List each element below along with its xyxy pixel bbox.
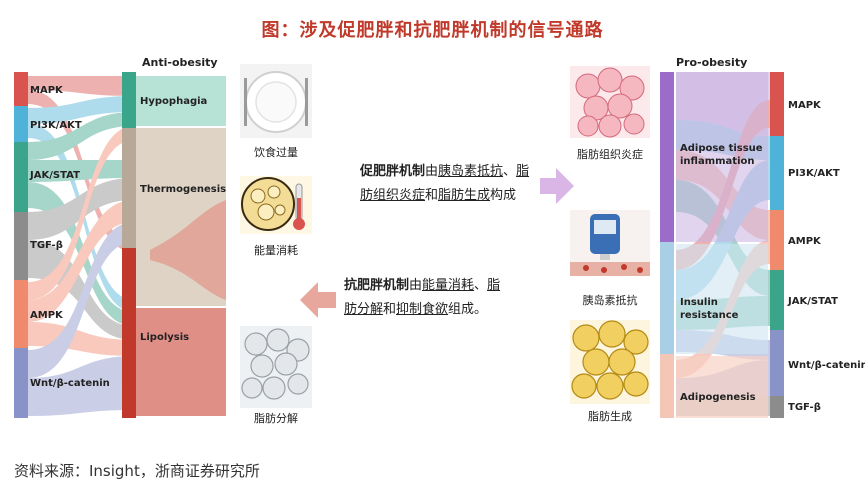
flow-ampk-lipolysis: [28, 322, 134, 356]
bar-tgf: [14, 212, 28, 280]
pro-mechanism-text: 促肥胖机制由胰岛素抵抗、脂肪组织炎症和脂肪生成构成: [360, 164, 530, 203]
flow-tgf-lipolysis: [28, 240, 134, 340]
pro-pathway-mapk: MAPK: [788, 100, 821, 111]
adipogenesis-block: [676, 356, 768, 418]
anti-pathway-mapk: MAPK: [30, 85, 63, 96]
bar-r-pi3k: [770, 136, 784, 210]
pro-pathway-ampk: AMPK: [788, 236, 821, 247]
bar-insulin: [660, 242, 674, 354]
pro-obesity-sankey: [660, 72, 784, 418]
arrow-left-icon: [300, 282, 336, 318]
anti-outcome-hypophagia: Hypophagia: [140, 96, 208, 107]
source-note: 资料来源：Insight，浙商证券研究所: [14, 462, 260, 480]
caption-overeating: 饮食过量: [254, 146, 298, 159]
anti-pathway-pi3k: PI3K/AKT: [30, 120, 82, 131]
arrow-right-icon: [540, 168, 574, 204]
fat-cells-thermometer-icon: [240, 176, 312, 234]
anti-pathway-tgf: TGF-β: [30, 240, 63, 251]
flow-jak-hypophagia: [28, 112, 134, 160]
caption-adipogenesis: 脂肪生成: [588, 410, 632, 423]
caption-adipose-inflammation: 脂肪组织炎症: [577, 148, 643, 161]
bar-r-tgf: [770, 396, 784, 418]
bar-adipogenesis: [660, 354, 674, 418]
bar-inflammation: [660, 72, 674, 242]
bar-thermogenesis: [122, 128, 136, 248]
flow-pi3k-hypophagia: [28, 96, 134, 124]
caption-energy-expenditure: 能量消耗: [254, 244, 298, 257]
pro-outcome-inflammation: Adipose tissue inflammation: [680, 143, 763, 167]
glucose-meter-icon: [570, 210, 650, 276]
bar-r-mapk: [770, 72, 784, 136]
adipocytes-icon: [570, 320, 650, 404]
flow-jak-thermo: [28, 160, 134, 182]
flow-mapk-hypophagia: [28, 76, 134, 96]
pro-outcome-adipogenesis: Adipogenesis: [680, 392, 756, 403]
flow-wnt-thermo: [28, 222, 134, 378]
bar-r-wnt: [770, 330, 784, 396]
anti-obesity-sankey: [14, 72, 226, 418]
pro-pathway-jak: JAK/STAT: [788, 296, 838, 307]
bar-r-ampk: [770, 210, 784, 270]
pro-panel-title: Pro-obesity: [676, 56, 748, 69]
bar-pi3k: [14, 106, 28, 142]
insulin-block: [676, 244, 768, 354]
pro-pathway-tgf: TGF-β: [788, 402, 821, 413]
lipolysis-block: [134, 308, 226, 416]
bar-jak: [14, 142, 28, 212]
lipid-droplets-icon: [240, 326, 312, 408]
flow-ampk-thermo: [28, 200, 134, 322]
bar-hypophagia: [122, 72, 136, 128]
caption-lipolysis: 脂肪分解: [254, 412, 298, 425]
bar-mapk: [14, 72, 28, 106]
pro-pathway-wnt: Wnt/β-catenin: [788, 360, 865, 371]
bar-r-jak: [770, 270, 784, 330]
caption-insulin-resistance: 胰岛素抵抗: [582, 294, 638, 307]
anti-outcome-lipolysis: Lipolysis: [140, 332, 190, 343]
hypophagia-block: [134, 76, 226, 126]
bar-lipolysis: [122, 248, 136, 418]
figure-title: 图：涉及促肥胖和抗肥胖机制的信号通路: [261, 20, 604, 41]
flow-ampk-hypophagia: [28, 126, 134, 300]
empty-plate-icon: [240, 64, 312, 138]
pro-pathway-pi3k: PI3K/AKT: [788, 168, 840, 179]
pro-outcome-insulin: Insulin resistance: [680, 297, 739, 321]
inflammation-block: [676, 72, 768, 242]
anti-panel-title: Anti-obesity: [142, 56, 218, 69]
anti-pathway-ampk: AMPK: [30, 310, 63, 321]
anti-pathway-jak: JAK/STAT: [30, 170, 80, 181]
anti-outcome-thermogenesis: Thermogenesis: [140, 184, 227, 195]
flow-wnt-lipolysis: [28, 356, 134, 416]
inflamed-adipose-icon: [570, 66, 650, 138]
anti-pathway-wnt: Wnt/β-catenin: [30, 378, 110, 389]
bar-ampk: [14, 280, 28, 348]
flow-tgf-thermo: [28, 178, 134, 240]
flow-jak-lipolysis: [28, 182, 134, 326]
anti-mechanism-text: 抗肥胖机制由能量消耗、脂肪分解和抑制食欲组成。: [344, 278, 501, 317]
bar-wnt: [14, 348, 28, 418]
